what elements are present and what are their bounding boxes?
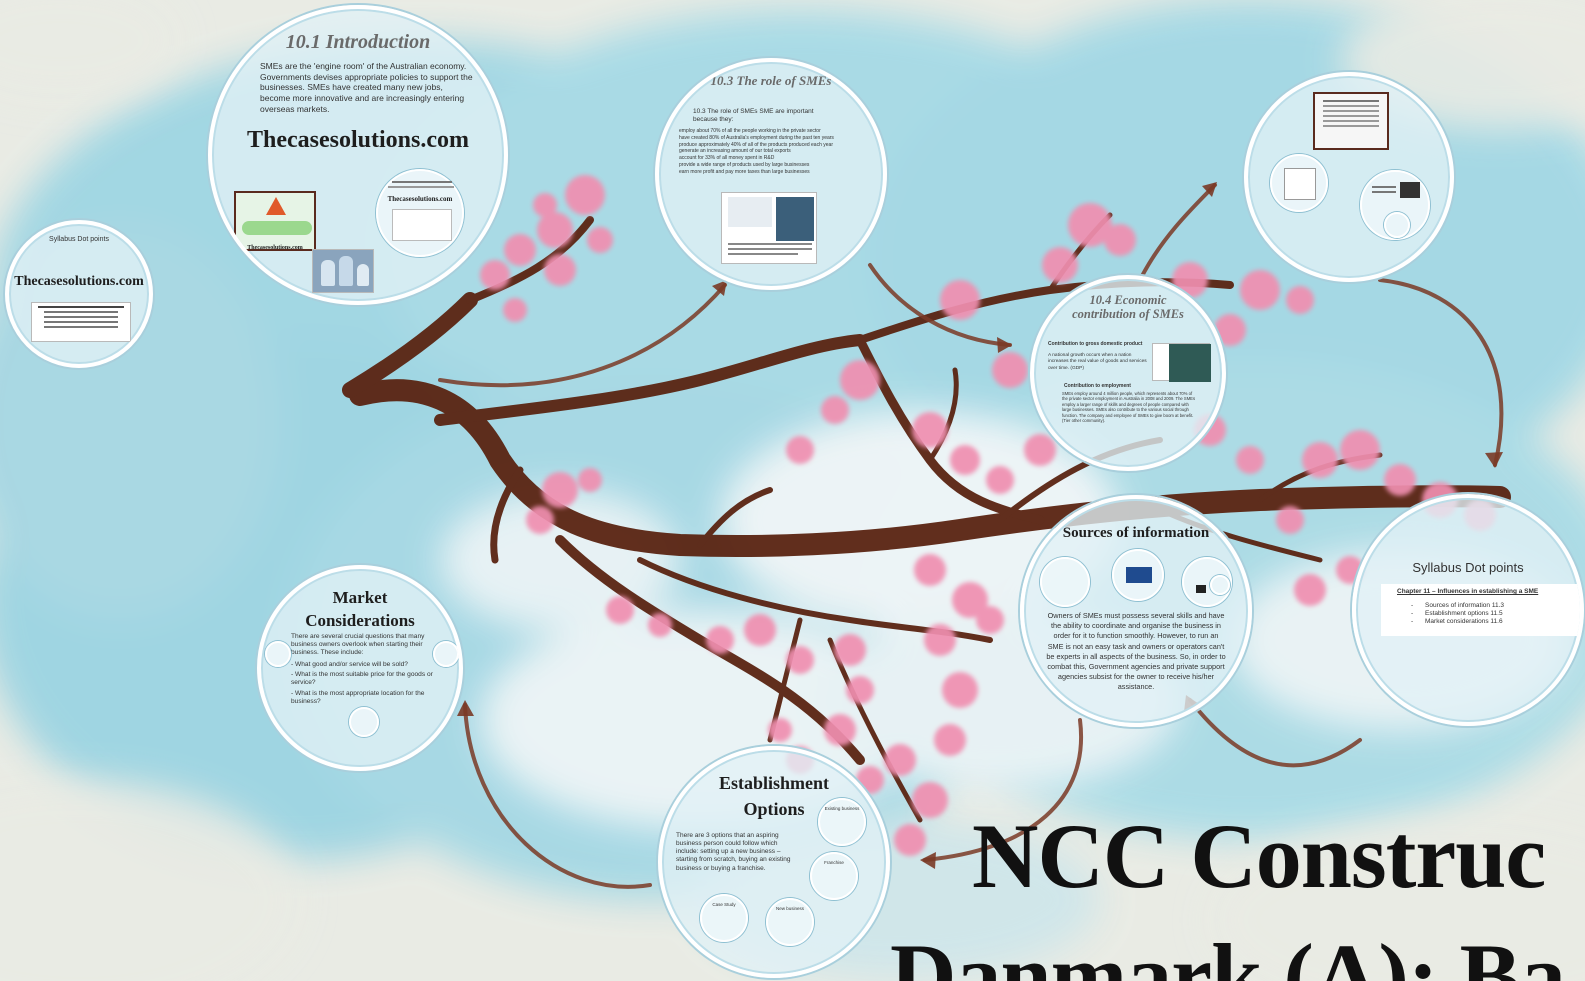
establishment-mini-label: Existing business: [824, 806, 860, 811]
economic-sub2: Contribution to employment: [1064, 383, 1131, 389]
syllabus-left-frame[interactable]: Syllabus Dot points Thecasesolutions.com: [5, 220, 153, 368]
role-bullet: provide a wide range of products used by…: [679, 161, 810, 168]
market-title: Market Considerations: [305, 588, 415, 630]
market-body: There are several crucial questions that…: [291, 633, 425, 657]
top-right-mini-1[interactable]: [1270, 154, 1328, 212]
path-arrows: [438, 183, 1504, 889]
top-right-thumbnail[interactable]: [1313, 92, 1389, 150]
top-right-frame[interactable]: [1244, 72, 1454, 282]
economic-title: 10.4 Economic contribution of SMEs: [1072, 293, 1184, 322]
market-question: - What good and/or service will be sold?: [291, 661, 408, 668]
syllabus-right-title: Syllabus Dot points: [1412, 560, 1524, 575]
establishment-body: There are 3 options that an aspiring bus…: [676, 832, 791, 872]
headline-line1: NCC Construc: [972, 805, 1546, 907]
market-mini-right[interactable]: [433, 641, 459, 667]
syllabus-right-item: Sources of information 11.3: [1411, 602, 1580, 610]
sources-title: Sources of information: [1062, 525, 1210, 541]
establishment-frame[interactable]: Establishment Options There are 3 option…: [658, 746, 890, 978]
economic-text2: SMEs employ around 4 million people, whi…: [1062, 391, 1196, 424]
syllabus-right-item: Market considerations 11.6: [1411, 618, 1580, 626]
sources-mini-2[interactable]: [1112, 549, 1164, 601]
syllabus-right-card[interactable]: Chapter 11 – Influences in establishing …: [1381, 584, 1580, 636]
sources-mini-1[interactable]: [1040, 557, 1090, 607]
role-lead: 10.3 The role of SMEs SME are important …: [693, 108, 814, 124]
role-bullet: earn more profit and pay more taxes than…: [679, 168, 810, 175]
role-bullet: employ about 70% of all the people worki…: [679, 128, 821, 134]
intro-mini-frame[interactable]: Thecasesolutions.com: [376, 169, 464, 257]
role-frame[interactable]: 10.3 The role of SMEs 10.3 The role of S…: [655, 58, 887, 290]
intro-body: SMEs are the 'engine room' of the Austra…: [260, 61, 473, 114]
syllabus-right-list: Sources of information 11.3 Establishmen…: [1399, 602, 1580, 627]
role-bullet: account for 33% of all money spent in R&…: [679, 155, 775, 161]
intro-thumbnail-1[interactable]: Thecasesolutions.com: [234, 191, 316, 251]
intro-thumbnail-2[interactable]: [312, 249, 374, 293]
establishment-title: Establishment Options: [718, 773, 830, 820]
intro-thumb-caption: Thecasesolutions.com: [247, 245, 303, 251]
establishment-mini-new[interactable]: New business: [766, 898, 814, 946]
sources-frame[interactable]: Sources of information Owners of SMEs mu…: [1020, 495, 1252, 727]
establishment-mini-label: Case Study: [712, 902, 736, 907]
establishment-mini-label: Franchise: [824, 860, 844, 865]
market-question: - What is the most suitable price for th…: [291, 671, 433, 687]
intro-watermark: Thecasesolutions.com: [247, 127, 469, 153]
top-right-mini-2[interactable]: [1360, 170, 1430, 240]
role-bullet: produce approximately 40% of all of the …: [679, 141, 833, 148]
headline-line2: Danmark (A): Ba: [890, 925, 1566, 981]
role-bullets: employ about 70% of all the people worki…: [679, 128, 873, 175]
market-question: - What is the most appropriate location …: [291, 690, 425, 706]
role-thumbnail[interactable]: [721, 192, 817, 264]
establishment-mini-case-study[interactable]: Case Study: [700, 894, 748, 942]
syllabus-left-title: Syllabus Dot points: [49, 236, 109, 243]
market-frame[interactable]: Market Considerations There are several …: [257, 565, 463, 771]
syllabus-right-chapter: Chapter 11 – Influences in establishing …: [1397, 588, 1539, 595]
role-bullet: have created 80% of Australia's employme…: [679, 134, 834, 141]
syllabus-right-item: Establishment options 11.5: [1411, 610, 1580, 618]
market-mini-left[interactable]: [265, 641, 291, 667]
establishment-mini-existing[interactable]: Existing business: [818, 798, 866, 846]
syllabus-right-frame[interactable]: Syllabus Dot points Chapter 11 – Influen…: [1352, 494, 1584, 726]
establishment-mini-label: New business: [775, 906, 804, 911]
role-title: 10.3 The role of SMEs: [710, 73, 832, 88]
sources-body: Owners of SMEs must possess several skil…: [1046, 611, 1226, 692]
intro-mini-watermark: Thecasesolutions.com: [387, 195, 453, 203]
syllabus-left-watermark: Thecasesolutions.com: [14, 274, 144, 289]
sources-mini-3[interactable]: [1182, 557, 1232, 607]
intro-title: 10.1 Introduction: [285, 31, 431, 53]
economic-thumbnail[interactable]: [1152, 343, 1211, 382]
market-mini-bottom[interactable]: [349, 707, 379, 737]
economic-frame[interactable]: 10.4 Economic contribution of SMEs Contr…: [1030, 275, 1226, 471]
establishment-mini-franchise[interactable]: Franchise: [810, 852, 858, 900]
syllabus-left-thumbnail: [31, 302, 131, 342]
intro-frame[interactable]: 10.1 Introduction SMEs are the 'engine r…: [208, 5, 508, 305]
role-bullet: generate an increasing amount of our tot…: [679, 148, 791, 155]
economic-sub1: Contribution to gross domestic product: [1048, 341, 1143, 347]
economic-text1: A national growth occurs when a nation i…: [1048, 353, 1147, 371]
